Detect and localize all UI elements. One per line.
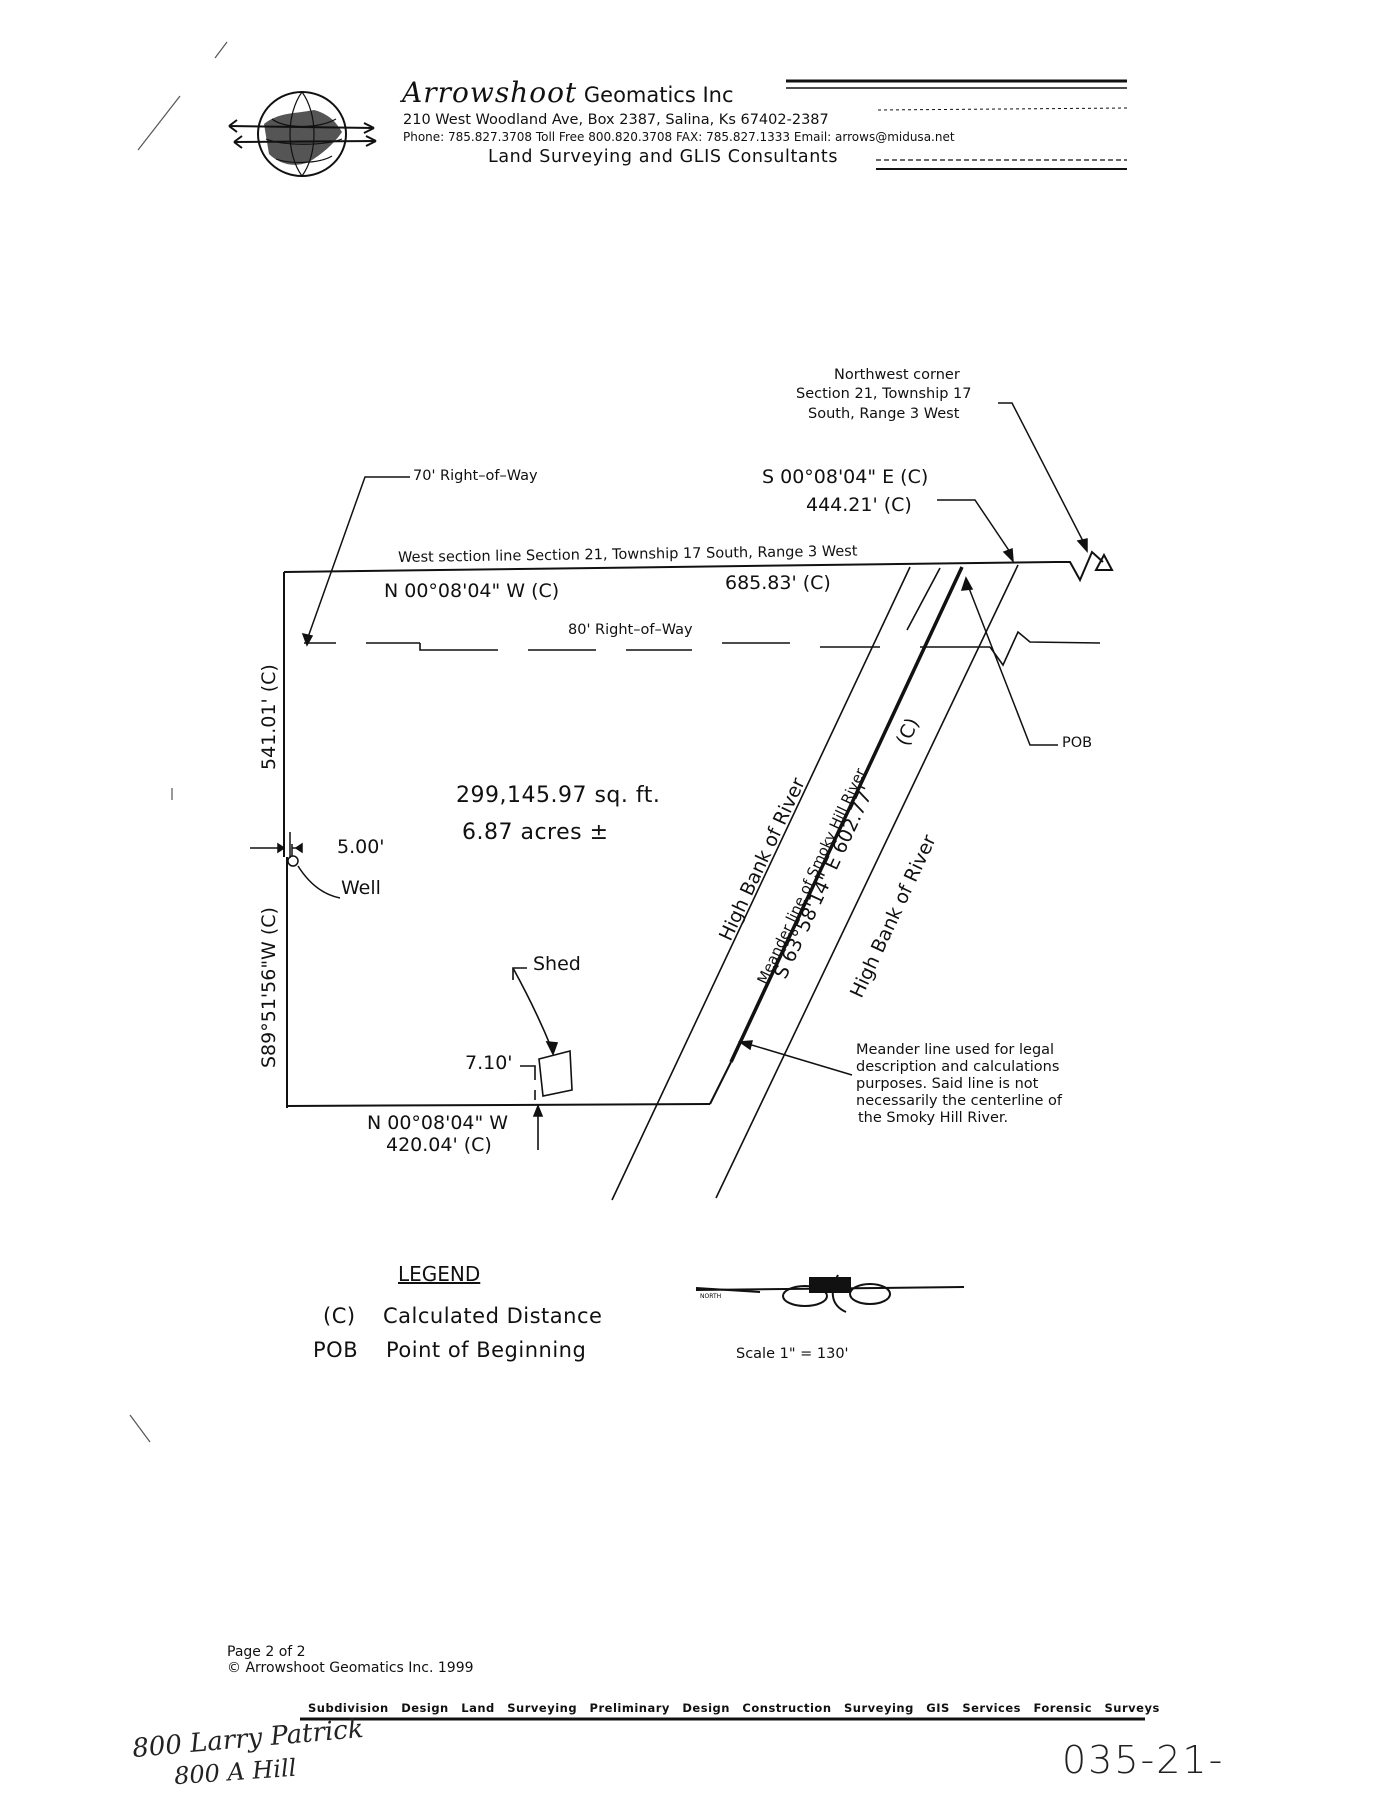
meander-note-line3: purposes. Said line is not — [856, 1076, 1039, 1092]
company-name-rest: Geomatics Inc — [583, 83, 734, 107]
legend-pob-symbol: POB — [313, 1338, 359, 1362]
area-acres-label: 6.87 acres ± — [462, 820, 609, 845]
legend-pob-meaning: Point of Beginning — [386, 1338, 587, 1362]
high-bank-right-line — [715, 564, 1019, 1199]
north-distance-label: 685.83' (C) — [725, 572, 831, 594]
company-address: 210 West Woodland Ave, Box 2387, Salina,… — [403, 112, 829, 128]
south-bearing-label: S 00°08'04" E (C) — [762, 466, 929, 488]
north-arrow-graphic — [695, 1274, 965, 1313]
footer-services: Subdivision Design Land Surveying Prelim… — [308, 1701, 1160, 1715]
south-distance-label: 444.21' (C) — [806, 494, 912, 516]
nw-corner-triangle — [1094, 552, 1114, 571]
meander-upper-line — [906, 567, 941, 631]
nw-corner-label-line1: Northwest corner — [834, 367, 960, 383]
well-offset-marks — [250, 832, 341, 899]
row70-label: 70' Right–of–Way — [413, 468, 538, 484]
letterhead-rules — [786, 79, 1128, 170]
company-name: Arrowshoot Geomatics Inc — [402, 76, 734, 109]
footer-page-number: Page 2 of 2 — [227, 1644, 306, 1660]
north-bearing-label: N 00°08'04" W (C) — [384, 580, 560, 602]
scale-label: Scale 1" = 130' — [736, 1346, 849, 1362]
leader-lines — [301, 402, 1088, 1076]
legend-c-meaning: Calculated Distance — [383, 1304, 603, 1328]
company-logo-globe — [228, 91, 377, 177]
left-bearing-label: S89°51'56"W (C) — [258, 907, 280, 1068]
property-boundary — [283, 561, 1057, 1108]
meander-note-line4: necessarily the centerline of — [856, 1093, 1063, 1109]
river-lines — [611, 564, 1019, 1201]
legend-c-symbol: (C) — [323, 1304, 356, 1328]
meander-note-line5: the Smoky Hill River. — [858, 1110, 1009, 1126]
pob-label: POB — [1062, 735, 1093, 751]
bottom-distance-label: 420.04' (C) — [386, 1134, 492, 1156]
row80-label: 80' Right–of–Way — [568, 622, 693, 638]
shed-offset-label: 7.10' — [465, 1052, 513, 1074]
scan-marks — [129, 41, 228, 1443]
legend-title: LEGEND — [398, 1262, 481, 1286]
company-contact: Phone: 785.827.3708 Toll Free 800.820.37… — [403, 130, 955, 144]
section-line-break — [1056, 550, 1104, 583]
north-arrow-tag: NORTH — [700, 1293, 721, 1300]
company-tagline: Land Surveying and GLIS Consultants — [488, 147, 839, 167]
well-label: Well — [341, 877, 381, 899]
area-sqft-label: 299,145.97 sq. ft. — [456, 783, 661, 808]
bottom-bearing-label: N 00°08'04" W — [367, 1112, 509, 1134]
shed-symbol — [512, 967, 573, 1150]
footer-copyright: © Arrowshoot Geomatics Inc. 1999 — [227, 1660, 474, 1676]
meander-note-line1: Meander line used for legal — [856, 1042, 1055, 1058]
row80-line — [304, 630, 1101, 667]
meander-note-line2: description and calculations — [856, 1059, 1060, 1075]
well-offset-label: 5.00' — [337, 836, 385, 858]
high-bank-left-line — [611, 566, 911, 1201]
left-distance-label: 541.01' (C) — [258, 664, 280, 770]
company-name-script: Arrowshoot — [402, 76, 578, 109]
handwritten-number: 035-21- — [1062, 1738, 1225, 1782]
nw-corner-label-line3: South, Range 3 West — [808, 406, 960, 422]
shed-label: Shed — [533, 953, 581, 975]
well-symbol — [287, 855, 299, 867]
nw-corner-label-line2: Section 21, Township 17 — [796, 386, 972, 402]
